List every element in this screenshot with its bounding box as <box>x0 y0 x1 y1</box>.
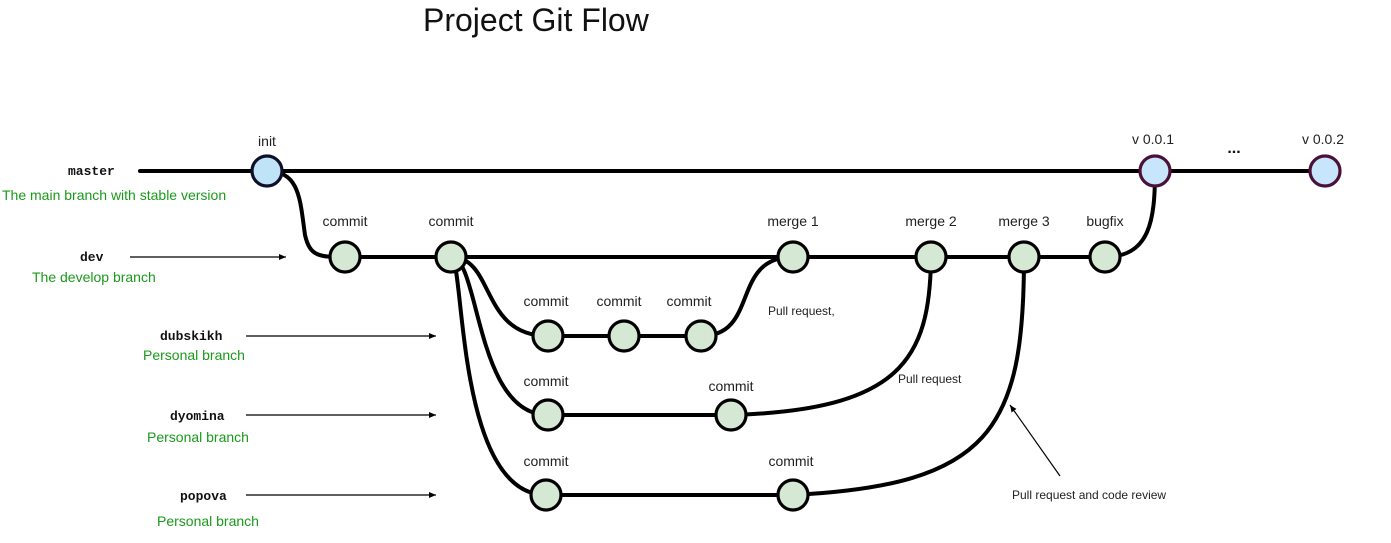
branch-label-master: master <box>68 164 115 179</box>
code-review-arrow <box>1009 404 1061 477</box>
merge1-node <box>776 240 810 274</box>
pull-request-annotation-1: Pull request, <box>768 304 835 318</box>
popova-commit-node-2 <box>776 478 810 512</box>
merge3-node <box>1007 240 1041 274</box>
dubskikh-commit-label-1: commit <box>523 293 568 309</box>
dubskikh-commit-label-2: commit <box>596 293 641 309</box>
dyomina-commit-label-2: commit <box>708 378 753 394</box>
merge2-label: merge 2 <box>905 213 957 229</box>
branch-labels: master The main branch with stable versi… <box>2 164 259 529</box>
dev-commit-label-2: commit <box>428 213 473 229</box>
dubskikh-commit-node-1 <box>531 319 565 353</box>
label-arrows <box>130 254 1061 498</box>
node-labels: init v 0.0.1 v 0.0.2 ... commit commit m… <box>258 131 1344 469</box>
release-v002-node <box>1308 154 1342 188</box>
dyomina-commit-node-2 <box>714 398 748 432</box>
diagram-title: Project Git Flow <box>423 2 650 38</box>
master-to-dev-curve <box>265 169 347 259</box>
popova-commit-label-2: commit <box>768 453 813 469</box>
branch-label-dev: dev <box>80 250 104 265</box>
release-v002-label: v 0.0.2 <box>1302 131 1344 147</box>
merge1-label: merge 1 <box>767 213 819 229</box>
bugfix-label: bugfix <box>1086 213 1123 229</box>
init-node <box>250 154 284 188</box>
init-label: init <box>258 133 276 149</box>
branch-label-dyomina: dyomina <box>170 409 225 424</box>
more-releases-ellipsis: ... <box>1227 140 1240 157</box>
popova-merge-curve <box>791 255 1026 497</box>
dubskikh-commit-node-3 <box>684 319 718 353</box>
dubskikh-commit-label-3: commit <box>666 293 711 309</box>
dev-commit-node-1 <box>328 240 362 274</box>
branch-desc-dyomina: Personal branch <box>147 429 249 445</box>
branch-desc-master: The main branch with stable version <box>2 187 226 203</box>
popova-commit-label-1: commit <box>523 453 568 469</box>
merge2-node <box>914 240 948 274</box>
dyomina-commit-label-1: commit <box>523 373 568 389</box>
branch-lines <box>138 169 1327 497</box>
dubskikh-commit-node-2 <box>607 319 641 353</box>
branch-desc-popova: Personal branch <box>157 513 259 529</box>
release-v001-label: v 0.0.1 <box>1132 131 1174 147</box>
merge3-label: merge 3 <box>998 213 1050 229</box>
dev-commit-label-1: commit <box>322 213 367 229</box>
popova-commit-node-1 <box>529 478 563 512</box>
dyomina-merge-curve <box>729 255 933 417</box>
annotations: Pull request, Pull request Pull request … <box>768 304 1166 502</box>
branch-desc-dev: The develop branch <box>32 269 156 285</box>
branch-desc-dubskikh: Personal branch <box>143 347 245 363</box>
bugfix-node <box>1088 240 1122 274</box>
pull-request-annotation-2: Pull request <box>898 372 962 386</box>
branch-label-dubskikh: dubskikh <box>160 329 223 344</box>
commit-nodes <box>250 154 1342 512</box>
dev-commit-node-2 <box>434 240 468 274</box>
code-review-annotation: Pull request and code review <box>1012 488 1166 502</box>
release-v001-node <box>1138 154 1172 188</box>
branch-label-popova: popova <box>180 489 227 504</box>
dyomina-commit-node-1 <box>531 398 565 432</box>
dubskikh-merge-curve <box>699 255 795 338</box>
